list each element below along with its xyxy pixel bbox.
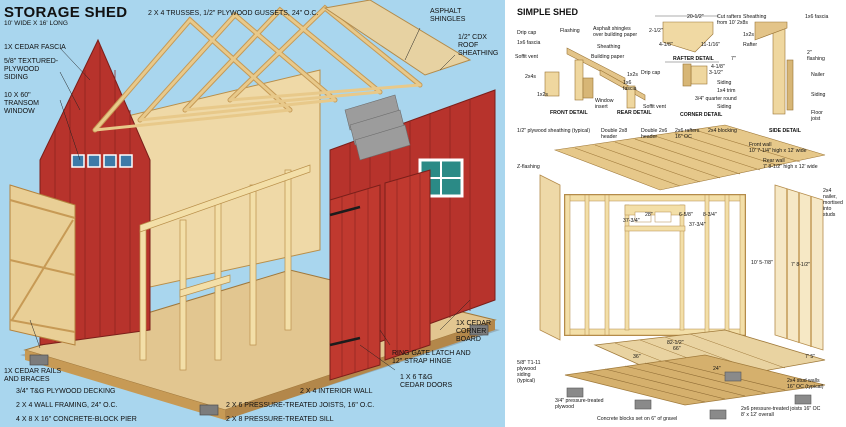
storage-shed-panel: STORAGE SHED 10' WIDE X 16' LONG 2 X 4 T…	[0, 0, 505, 427]
label-transom: 10 X 60" TRANSOM WINDOW	[4, 92, 39, 115]
label-window-insert: Window insert	[595, 98, 614, 110]
rafter-detail-caption: RAFTER DETAIL	[673, 56, 714, 62]
label-2x4s: 2x4s	[525, 74, 536, 80]
dim-66: 66"	[673, 346, 681, 352]
label-1x2s-b: 1x2s	[627, 72, 638, 78]
label-plywood-sheathing: 1/2" plywood sheathing (typical)	[517, 128, 591, 134]
label-front-wall: Front wall 10' 7-1/4" high x 12' wide	[749, 142, 807, 154]
corner-detail-drawing	[682, 63, 708, 87]
label-drip-cap-2: Drip cap	[641, 70, 661, 76]
dim-36: 36"	[633, 354, 641, 360]
label-building-paper: Building paper	[591, 54, 625, 60]
simple-shed-illustration	[539, 15, 826, 420]
dim-4-1-8-b: 4-1/8"	[711, 64, 725, 70]
label-1x2s-r: 1x2s	[743, 32, 754, 38]
dim-7-5: 7' 5"	[805, 354, 816, 360]
label-sheathing-r: Sheathing	[743, 14, 767, 20]
label-2-flashing: 2" flashing	[807, 50, 825, 62]
dim-6-5-8: 6-5/8"	[679, 212, 693, 218]
dim-10-5-7-8: 10' 5-7/8"	[751, 260, 773, 266]
label-1x6-fascia-r: 1x6 fascia	[805, 14, 829, 20]
label-wall-framing: 2 X 4 WALL FRAMING, 24" O.C.	[16, 402, 118, 409]
dim-2-1-2: 2-1/2"	[649, 28, 663, 34]
label-2x6-rafters: 2x6 rafters 16" OC	[675, 128, 700, 140]
storage-shed-title: STORAGE SHED	[4, 4, 128, 21]
storage-shed-illustration	[9, 0, 500, 420]
label-corner-board: 1X CEDAR CORNER BOARD	[456, 320, 492, 343]
corner-detail-caption: CORNER DETAIL	[680, 112, 723, 118]
label-roof-sheathing: 1/2" CDX ROOF SHEATHING	[458, 34, 499, 57]
label-siding-3: Siding	[811, 92, 826, 98]
label-t1-11: 5/8" T1-11 plywood siding (typical)	[517, 360, 541, 384]
label-1x4-trim: 1x4 trim	[717, 88, 736, 94]
dim-7-8-1-2: 7' 8-1/2"	[791, 262, 810, 268]
label-1x2s: 1x2s	[537, 92, 548, 98]
label-decking: 3/4" T&G PLYWOOD DECKING	[16, 388, 116, 395]
simple-shed-panel: SIMPLE SHED FRONT DETAIL REAR DETAIL RAF…	[505, 0, 846, 427]
label-double-2x6: Double 2x6 header	[641, 128, 668, 140]
dim-82-1-2: 82-1/2"	[667, 340, 684, 346]
label-rear-wall: Rear wall 7' 8-1/2" high x 12' wide	[763, 158, 818, 170]
label-concrete-blocks: Concrete blocks set on 6" of gravel	[597, 416, 678, 422]
simple-shed-title: SIMPLE SHED	[517, 7, 579, 17]
label-floor-joist: Floor joist	[811, 110, 823, 122]
dim-20-1-2: 20-1/2"	[687, 14, 704, 20]
dim-37-3-4-b: 37-3/4"	[689, 222, 706, 228]
rear-detail-caption: REAR DETAIL	[617, 110, 652, 116]
label-fascia-1x6: 1x6 fascia	[517, 40, 541, 46]
label-2x4-nailer: 2x4 nailer, mortised into studs	[823, 188, 843, 218]
label-sheathing: Sheathing	[597, 44, 621, 50]
side-detail-caption: SIDE DETAIL	[769, 128, 801, 134]
shed-frame-drawing	[539, 124, 826, 420]
label-cut-rafters: Cut rafters from 10' 2x8s	[717, 14, 748, 26]
label-pier: 4 X 8 X 16" CONCRETE-BLOCK PIER	[16, 416, 137, 423]
dim-3-1-2: 3-1/2"	[709, 70, 723, 76]
label-nailer: Nailer	[811, 72, 825, 78]
dim-24: 24"	[713, 366, 721, 372]
label-flashing: Flashing	[560, 28, 580, 34]
dim-7: 7"	[731, 56, 736, 62]
dim-4-1-8-a: 4-1/8"	[659, 42, 673, 48]
label-joists: 2 X 6 PRESSURE-TREATED JOISTS, 16" O.C.	[226, 402, 375, 409]
label-siding-2: Siding	[717, 104, 732, 110]
label-ring-gate: RING GATE LATCH AND 12" STRAP HINGE	[392, 350, 471, 365]
rear-detail-drawing	[599, 69, 646, 109]
rafter-detail-drawing	[655, 15, 719, 63]
label-2x4-stud-walls: 2x4 stud walls 16" OC (typical)	[787, 378, 824, 390]
front-detail-caption: FRONT DETAIL	[550, 110, 588, 116]
dim-11-1-16: 11-1/16"	[701, 42, 721, 48]
label-2x6-joists: 2x6 pressure-treated joists 16" OC 8' x …	[741, 406, 821, 418]
label-shingles: ASPHALT SHINGLES	[430, 8, 466, 23]
label-rails: 1X CEDAR RAILS AND BRACES	[4, 368, 62, 383]
label-quarter-round: 3/4" quarter round	[695, 96, 737, 102]
label-drip-cap: Drip cap	[517, 30, 537, 36]
label-3-4-plywood: 3/4" pressure-treated plywood	[555, 398, 604, 410]
label-1x6-fascia: 1x6 fascia	[623, 80, 637, 92]
label-cedar-doors: 1 X 6 T&G CEDAR DOORS	[400, 374, 453, 389]
label-z-flashing: Z-flashing	[517, 164, 540, 170]
label-siding: Siding	[717, 80, 732, 86]
label-trusses: 2 X 4 TRUSSES, 1/2" PLYWOOD GUSSETS, 24"…	[148, 10, 319, 17]
label-soffit-vent-2: Soffit vent	[643, 104, 666, 110]
label-sill: 2 X 8 PRESSURE-TREATED SILL	[226, 416, 334, 423]
side-detail-drawing	[754, 21, 794, 115]
dim-37-3-4-a: 37-3/4"	[623, 218, 640, 224]
label-siding: 5/8" TEXTURED- PLYWOOD SIDING	[4, 58, 59, 81]
label-interior-wall: 2 X 4 INTERIOR WALL	[300, 388, 373, 395]
dim-8-3-4: 8-3/4"	[703, 212, 717, 218]
label-rafter: Rafter	[743, 42, 758, 48]
label-soffit-vent: Soffit vent	[515, 54, 538, 60]
label-double-2x8: Double 2x8 header	[601, 128, 628, 140]
dim-28: 28"	[645, 212, 653, 218]
storage-shed-subtitle: 10' WIDE X 16' LONG	[4, 20, 68, 27]
label-fascia: 1X CEDAR FASCIA	[4, 44, 66, 51]
label-asphalt: Asphalt shingles over building paper	[593, 26, 638, 38]
label-2x4-blocking: 2x4 blocking	[708, 128, 737, 134]
